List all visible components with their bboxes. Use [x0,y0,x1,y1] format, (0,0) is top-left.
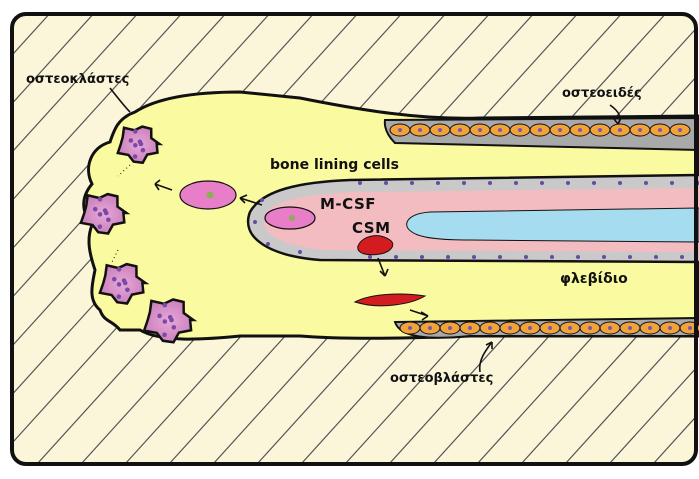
endothelial-nucleus [550,255,554,259]
osteoclast-nucleus [103,208,108,213]
osteoclast-nucleus [106,217,111,222]
osteoblast-row-top [390,124,690,136]
endothelial-nucleus [514,181,518,185]
osteoclast-nucleus [162,303,167,308]
osteoclast-nucleus [133,129,138,134]
osteoclast-nucleus [157,314,162,319]
osteoblast-nucleus [438,128,442,132]
osteoblast-nucleus [508,326,512,330]
osteoblast-nucleus [418,128,422,132]
endothelial-nucleus [410,181,414,185]
osteoblast-nucleus [488,326,492,330]
endothelial-nucleus [618,181,622,185]
osteoclast-nucleus [125,287,130,292]
osteoblast-nucleus [588,326,592,330]
osteoblast-row-bottom [400,322,699,334]
osteoclast-nucleus [172,325,177,330]
endothelial-nucleus [540,181,544,185]
osteoblast-nucleus [548,326,552,330]
osteoclast-nucleus [98,224,103,229]
endothelial-nucleus [644,181,648,185]
endothelial-nucleus [602,255,606,259]
endothelial-nucleus [436,181,440,185]
label-csm: CSM [352,221,391,236]
osteoclast-nucleus [112,277,117,282]
osteoclast-nucleus [129,138,134,143]
endothelial-nucleus [498,255,502,259]
osteoblast-nucleus [558,128,562,132]
osteoblast-nucleus [628,326,632,330]
osteoclast-nucleus [138,139,143,144]
osteoblast-nucleus [658,128,662,132]
osteoblast-nucleus [608,326,612,330]
osteoblast-nucleus [568,326,572,330]
endothelial-nucleus [488,181,492,185]
osteoblast-nucleus [428,326,432,330]
endothelial-nucleus [592,181,596,185]
osteoblast-nucleus [458,128,462,132]
endothelial-nucleus [576,255,580,259]
endothelial-nucleus [524,255,528,259]
osteoblast-nucleus [478,128,482,132]
osteoblast-nucleus [408,326,412,330]
osteoclast-nucleus [98,212,103,217]
endothelial-nucleus [368,255,372,259]
migrating-precursor-nucleus [207,192,214,199]
osteoblast-nucleus [578,128,582,132]
osteoclast-nucleus [162,333,167,338]
osteoblast-nucleus [688,326,692,330]
endothelial-nucleus [566,181,570,185]
osteoblast-nucleus [398,128,402,132]
osteoblast-nucleus [498,128,502,132]
osteoblast-nucleus [618,128,622,132]
osteoclast-nucleus [117,267,122,272]
label-osteoclasts: οστεοκλάστες [26,73,129,86]
endothelial-nucleus [654,255,658,259]
endothelial-nucleus [462,181,466,185]
endothelial-nucleus [266,242,270,246]
endothelial-nucleus [680,255,684,259]
endothelial-nucleus [358,181,362,185]
osteoclast-nucleus [141,148,146,153]
osteoblast-nucleus [598,128,602,132]
osteoblast-nucleus [468,326,472,330]
osteoclast-nucleus [117,282,122,287]
osteoclast-nucleus [117,294,122,299]
blood-flow [407,208,699,242]
osteoclast-nucleus [122,278,127,283]
endothelial-nucleus [472,255,476,259]
osteoblast-nucleus [648,326,652,330]
osteoblast-nucleus [668,326,672,330]
endothelial-nucleus [446,255,450,259]
endothelial-nucleus [260,198,264,202]
precursor-nucleus [289,215,295,221]
osteoblast-nucleus [518,128,522,132]
label-osteoblasts: οστεοβλάστες [390,372,493,385]
endothelial-nucleus [394,255,398,259]
label-venule: φλεβίδιο [560,272,628,286]
osteoblast-nucleus [448,326,452,330]
osteoblast-nucleus [528,326,532,330]
osteoblast-nucleus [638,128,642,132]
endothelial-nucleus [420,255,424,259]
osteoclast-nucleus [163,319,168,324]
endothelial-nucleus [298,250,302,254]
osteoclast-nucleus [133,154,138,159]
label-bone-lining-cells: bone lining cells [270,158,399,172]
osteoclast-nucleus [93,207,98,212]
osteoblast-nucleus [678,128,682,132]
osteoclast-nucleus [98,197,103,202]
endothelial-nucleus [253,220,257,224]
label-mcsf: M-CSF [320,197,376,212]
endothelial-nucleus [670,181,674,185]
osteoblast-nucleus [538,128,542,132]
osteoclast-nucleus [133,143,138,148]
endothelial-nucleus [384,181,388,185]
endothelial-nucleus [628,255,632,259]
label-osteoid: οστεοειδές [562,87,642,100]
osteoclast-nucleus [168,315,173,320]
